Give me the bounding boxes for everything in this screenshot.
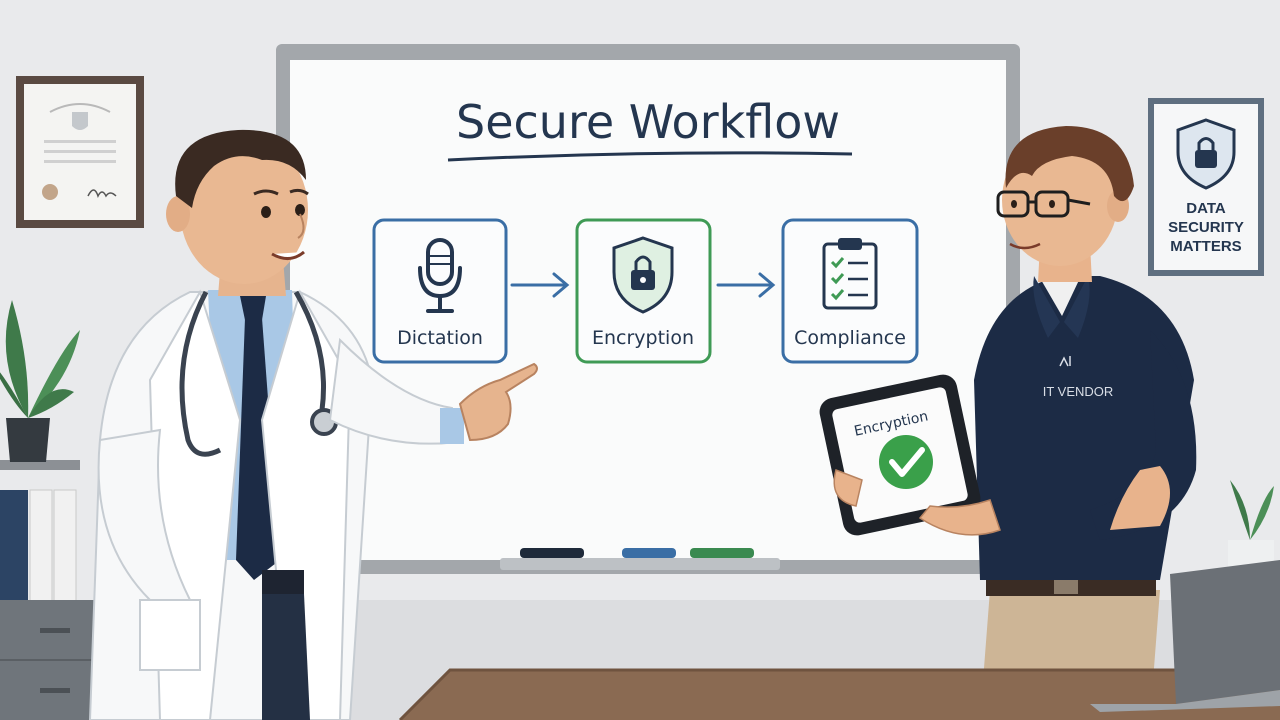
green-marker (690, 548, 754, 558)
check-icon (879, 435, 933, 489)
shield-lock-icon (1176, 118, 1236, 190)
pointing-hand (458, 362, 538, 442)
framed-certificate (16, 76, 144, 228)
title-underline (447, 151, 853, 162)
clipboard-check-icon (822, 238, 878, 310)
marker-tray (500, 558, 780, 570)
whiteboard-title: Secure Workflow (456, 95, 840, 149)
step-label-encryption: Encryption (592, 327, 694, 349)
step-encryption: Encryption (575, 218, 712, 364)
doctor (88, 129, 538, 720)
poster-line-1: DATA (1186, 200, 1226, 217)
vendor-logo-icon (1059, 356, 1071, 367)
step-dictation: Dictation (372, 218, 508, 364)
step-label-compliance: Compliance (794, 327, 906, 349)
certificate-seal-icon (72, 112, 88, 130)
stethoscope-icon (179, 290, 222, 457)
blue-marker (622, 548, 676, 558)
arrow-right-icon (510, 272, 570, 298)
signature (87, 189, 117, 198)
shield-lock-icon (612, 236, 674, 314)
arrow-right-icon (716, 272, 776, 298)
poster-line-3: MATTERS (1170, 238, 1241, 255)
potted-plant (0, 300, 80, 462)
glasses-icon (996, 190, 1091, 218)
poster-line-2: SECURITY (1168, 219, 1244, 236)
black-marker (520, 548, 584, 558)
step-compliance: Compliance (781, 218, 919, 364)
desk (398, 668, 1280, 720)
laptop (1090, 560, 1280, 712)
shirt-logo-text: IT VENDOR (1043, 384, 1114, 399)
microphone-icon (418, 238, 462, 313)
tablet: Encryption (819, 374, 1001, 536)
step-label-dictation: Dictation (397, 327, 483, 349)
data-security-poster: DATA SECURITY MATTERS (1148, 98, 1264, 276)
